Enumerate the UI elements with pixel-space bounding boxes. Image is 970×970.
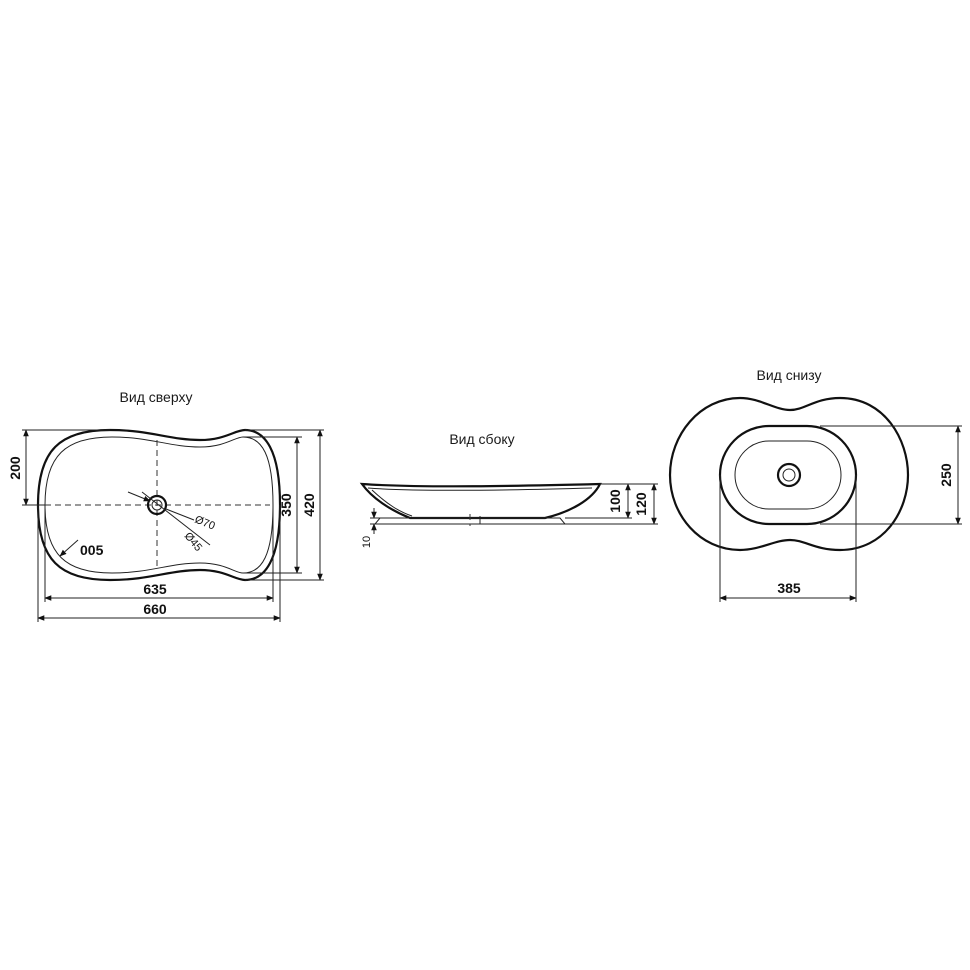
side-view: Вид сбоку 10 100 120 <box>359 431 658 548</box>
side-body-profile <box>359 482 602 520</box>
top-view-title: Вид сверху <box>120 389 193 405</box>
bottom-outer-rim <box>668 396 910 552</box>
dim-120: 120 <box>633 492 649 516</box>
dim-10: 10 <box>361 536 373 548</box>
dim-635: 635 <box>143 581 167 597</box>
dim-250: 250 <box>938 463 954 487</box>
bottom-drain-outer <box>776 462 802 488</box>
bottom-view: Вид снизу 250 385 <box>668 367 962 602</box>
dim-200: 200 <box>7 456 23 480</box>
dim-660: 660 <box>143 601 167 617</box>
side-inner-profile <box>367 487 593 491</box>
top-view: Вид сверху Ø70 Ø45 005 200 350 420 <box>7 389 324 622</box>
radius-dim-005: 005 <box>80 542 104 558</box>
dim-385: 385 <box>777 580 801 596</box>
drain-leader-45 <box>141 491 211 546</box>
dim-350: 350 <box>278 493 294 517</box>
bottom-base-inner <box>734 440 842 510</box>
bottom-view-title: Вид снизу <box>756 367 821 383</box>
dim-100: 100 <box>607 489 623 513</box>
drain-inner-circle <box>151 499 163 511</box>
drain-dim-70: Ø70 <box>193 514 217 533</box>
dim-420: 420 <box>301 493 317 517</box>
radius-leader <box>59 539 79 557</box>
drain-dim-45: Ø45 <box>182 530 205 554</box>
side-view-title: Вид сбоку <box>449 431 514 447</box>
drain-outer-circle <box>146 494 168 516</box>
side-inner-bowl <box>371 489 413 517</box>
drain-leader-70 <box>127 491 151 502</box>
bottom-drain-inner <box>782 468 796 482</box>
drain-leader-70-ext <box>165 508 195 521</box>
